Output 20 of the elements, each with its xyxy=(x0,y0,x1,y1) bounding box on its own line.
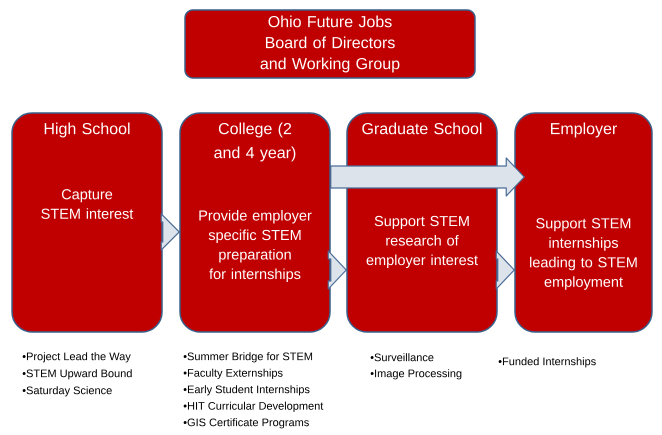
bullet-item: •Faculty Externships xyxy=(184,368,283,379)
block-arrow xyxy=(160,213,180,251)
bullet-item: •Saturday Science xyxy=(22,386,112,396)
block-arrow xyxy=(330,157,525,197)
stage-box: High School Capture STEM interest xyxy=(11,112,163,333)
stage-box: Employer Support STEM internships leading to STEM employment xyxy=(514,112,653,333)
block-arrow xyxy=(496,250,515,290)
bullet-item: •Early Student Internships xyxy=(184,385,310,396)
bullet-item: •GIS Certificate Programs xyxy=(184,418,309,428)
bullet-item: •Image Processing xyxy=(370,369,462,380)
stage-box: Graduate School Support STEM research of employer interest xyxy=(346,112,498,333)
stage-box: College (2 and 4 year) Provide employer specific STEM preparation for internships xyxy=(179,112,331,333)
bullet-item: •Summer Bridge for STEM xyxy=(184,352,312,362)
bullet-item: •STEM Upward Bound xyxy=(22,369,132,380)
bullet-item: •HIT Curricular Development xyxy=(184,402,324,412)
bullet-item: •Project Lead the Way xyxy=(22,352,131,362)
bullet-item: •Surveillance xyxy=(370,353,434,362)
block-arrow xyxy=(328,250,347,290)
header-box: Ohio Future Jobs Board of Directors and Working Group xyxy=(184,9,476,79)
bullet-item: •Funded Internships xyxy=(498,357,596,368)
